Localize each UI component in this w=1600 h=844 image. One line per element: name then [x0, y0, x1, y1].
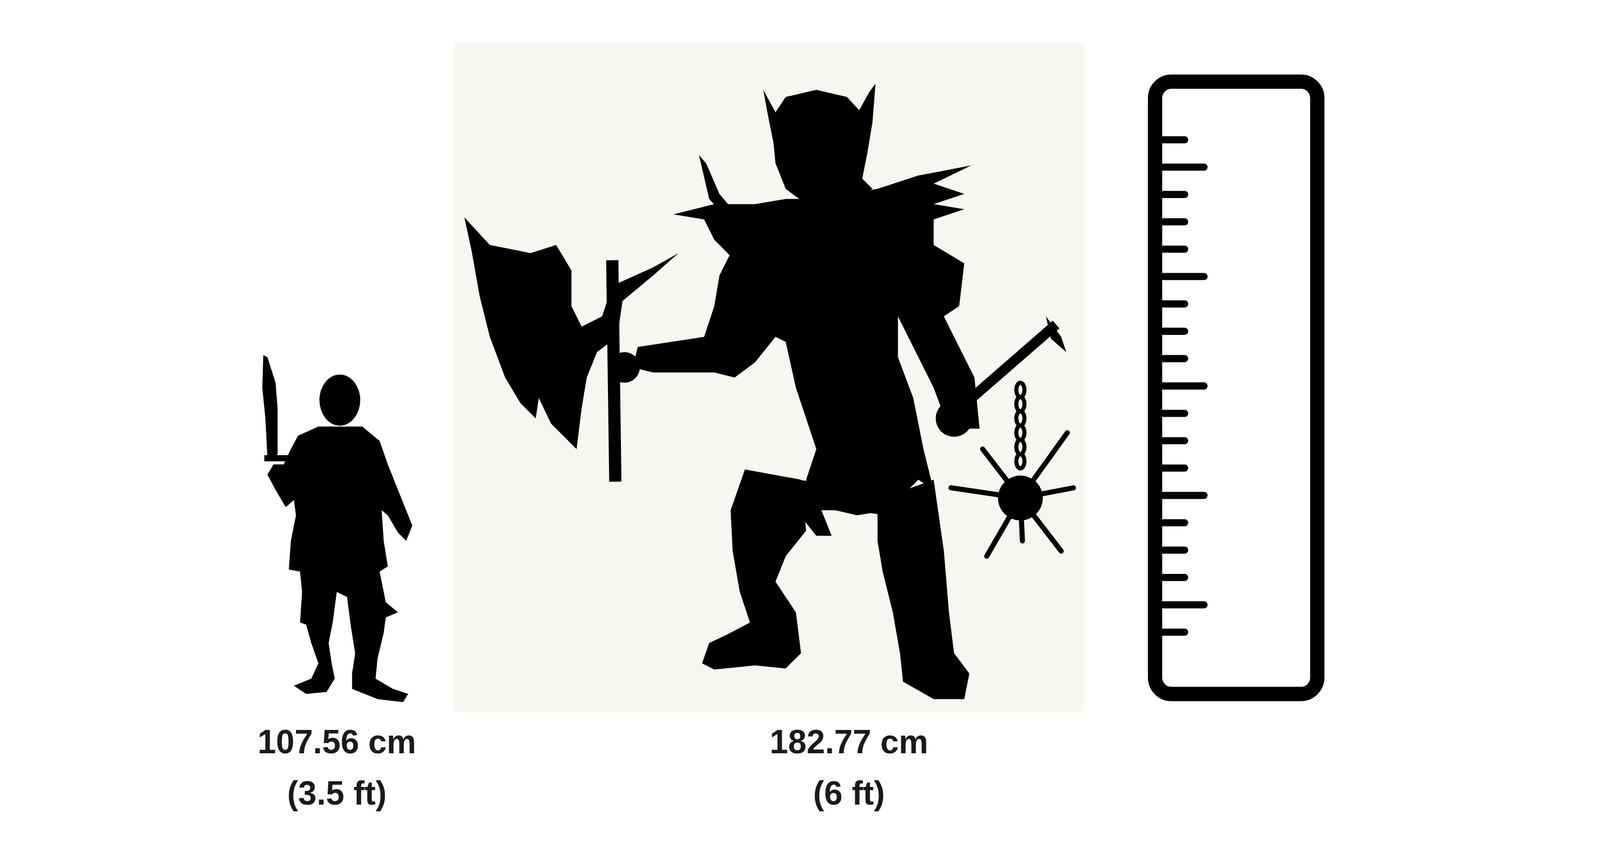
- ruler-tick: [1163, 546, 1185, 554]
- ruler-tick: [1163, 409, 1185, 417]
- height-metric: 182.77 cm: [769, 721, 929, 762]
- ruler-tick: [1163, 218, 1185, 226]
- ruler-tick: [1163, 273, 1205, 281]
- ruler-tick: [1163, 136, 1185, 144]
- ruler-icon: [1155, 81, 1318, 694]
- ruler-tick: [1163, 464, 1185, 472]
- figure-panel: [454, 43, 1085, 712]
- ruler-tick: [1163, 163, 1205, 172]
- ruler-tick: [1163, 518, 1185, 527]
- height-metric: 107.56 cm: [257, 721, 417, 762]
- ruler-tick: [1163, 327, 1185, 335]
- ruler-tick: [1163, 436, 1185, 445]
- ruler-tick: [1163, 300, 1185, 308]
- ruler-tick: [1163, 190, 1185, 198]
- ruler-tick: [1163, 628, 1185, 636]
- ruler-tick: [1163, 573, 1185, 582]
- small-figure-silhouette: [262, 355, 413, 702]
- ruler-tick: [1163, 491, 1205, 500]
- ruler-tick: [1163, 382, 1205, 390]
- height-imperial: (6 ft): [813, 773, 886, 814]
- ruler-tick: [1163, 245, 1185, 253]
- large-figure-silhouette: [464, 83, 1074, 699]
- height-imperial: (3.5 ft): [287, 773, 387, 814]
- ruler-tick: [1163, 355, 1185, 363]
- ruler-tick: [1163, 601, 1205, 609]
